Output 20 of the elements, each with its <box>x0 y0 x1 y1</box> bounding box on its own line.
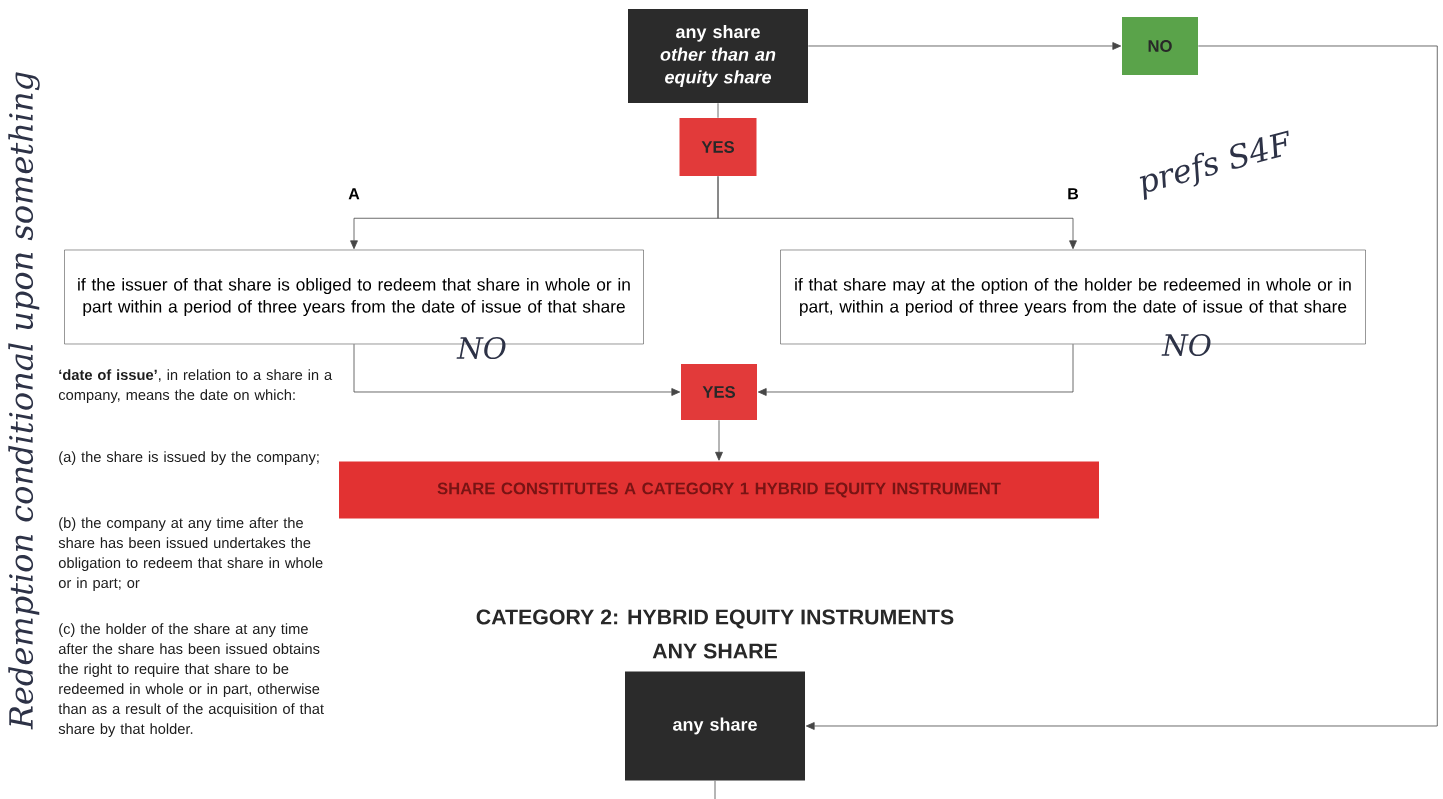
answer-box: YES <box>681 364 757 420</box>
definition-text: ‘date of issue’, in relation to a share in a company, means the date on which: <box>58 369 333 403</box>
arrow <box>353 343 681 396</box>
result-banner: SHARE CONSTITUTES A CATEGORY 1 HYBRID EQUITY INSTRUMENT <box>339 461 1099 519</box>
answer-box: NO <box>1122 17 1198 75</box>
edge-label: B <box>1065 186 1081 202</box>
arrow <box>757 343 1074 396</box>
answer-box: YES <box>679 118 757 176</box>
definition-text: (c) the holder of the share at any time after the share has been issued obtains the right to require that share to be redeemed in whole or in part, otherwise than as a result of the acquisition of that share by that holder. <box>58 623 324 737</box>
process-box: any share <box>625 671 805 781</box>
handwritten-note: prefs S4F <box>1139 130 1289 200</box>
section-heading: CATEGORY 2: HYBRID EQUITY INSTRUMENTS <box>476 609 954 629</box>
arrow <box>715 419 723 461</box>
definition-text: (a) the share is issued by the company; <box>59 451 319 465</box>
definition-text: (b) the company at any time after the share has been issued undertakes the obligation to redeem that share in whole or in part; or <box>58 517 323 591</box>
arrow <box>807 42 1122 50</box>
arrow <box>805 45 1438 730</box>
process-box: any share other than an equity share <box>628 9 808 103</box>
edge-label: A <box>346 186 362 202</box>
arrow <box>717 175 1077 250</box>
